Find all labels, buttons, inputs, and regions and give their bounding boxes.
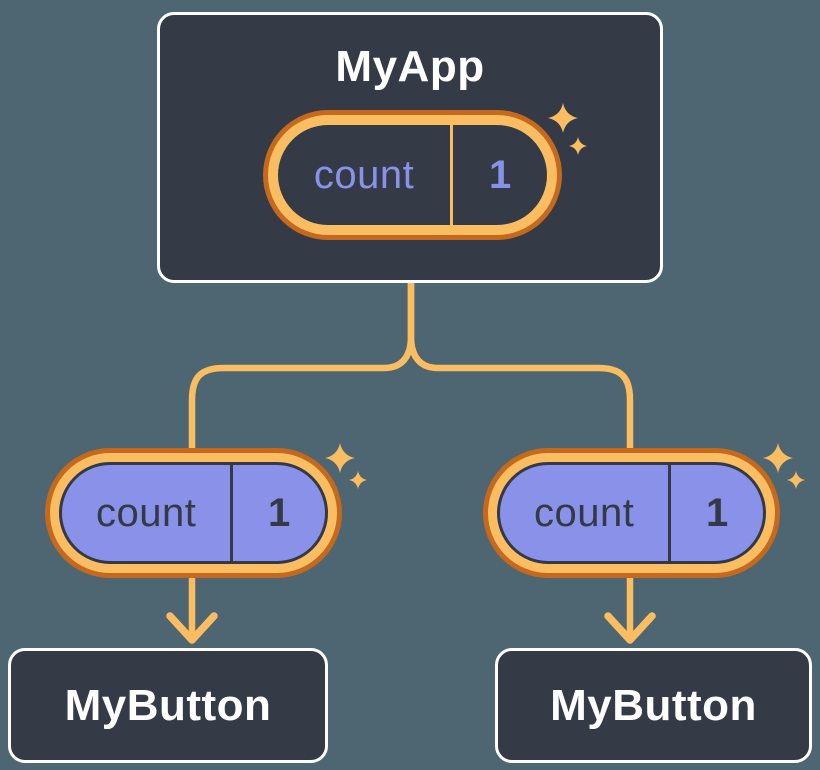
state-name: count	[313, 152, 415, 197]
sparkle-icon	[787, 471, 805, 489]
state-pill: count 1	[483, 448, 780, 578]
arrow-down-icon	[604, 612, 656, 644]
state-value: 1	[488, 152, 512, 197]
sparkle-icon	[548, 103, 578, 133]
state-pill: count 1	[45, 448, 342, 578]
sparkle-icon	[349, 471, 367, 489]
connector-right-branch	[407, 278, 634, 634]
component-title: MyApp	[335, 42, 485, 91]
root-component-box: MyApp count 1	[157, 12, 663, 283]
state-pill-ring: count 1	[50, 453, 337, 573]
sparkle-icon	[325, 443, 355, 473]
state-pill: count 1	[263, 110, 562, 240]
child-component-box: MyButton	[495, 648, 812, 763]
sparkle-icon	[569, 137, 587, 155]
state-pill-ring: count 1	[268, 115, 557, 235]
arrow-down-icon	[166, 612, 218, 644]
state-value: 1	[268, 490, 291, 535]
component-title: MyButton	[64, 680, 272, 730]
component-title: MyButton	[550, 680, 757, 730]
state-name: count	[533, 490, 635, 535]
state-value: 1	[706, 490, 729, 535]
state-pill-ring: count 1	[488, 453, 775, 573]
state-name: count	[95, 490, 197, 535]
child-component-box: MyButton	[8, 648, 328, 763]
sparkle-icon	[763, 443, 793, 473]
